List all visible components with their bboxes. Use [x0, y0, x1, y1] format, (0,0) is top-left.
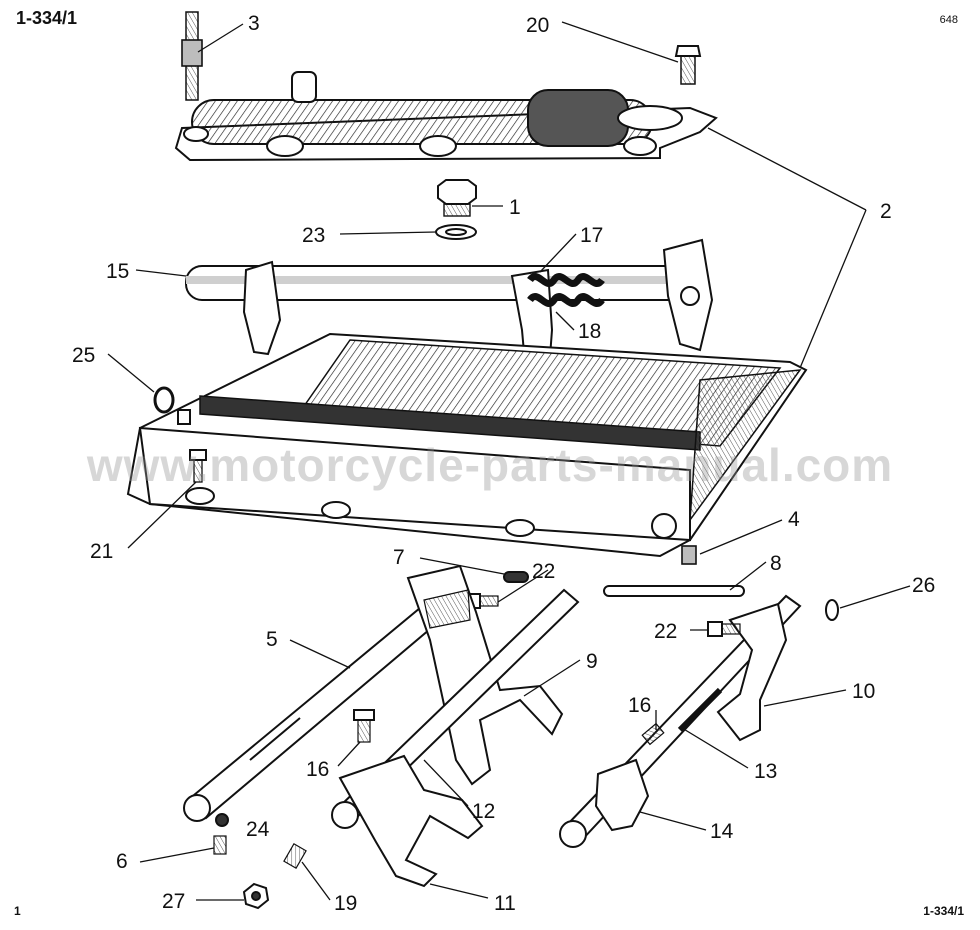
callout-21: 21: [90, 540, 113, 563]
sheet-number: 1: [14, 904, 21, 918]
callout-22-right: 22: [654, 620, 677, 643]
callout-11: 11: [494, 892, 516, 915]
callout-6: 6: [116, 850, 128, 873]
spring-part-18: [527, 273, 605, 307]
callout-26: 26: [912, 574, 935, 597]
callout-19: 19: [334, 892, 357, 915]
callout-18: 18: [578, 320, 601, 343]
callout-22-left: 22: [532, 560, 555, 583]
plug-part-1: [437, 179, 477, 217]
ring-part-26: [825, 599, 839, 621]
stud-part-3: [181, 11, 203, 101]
screw-part-16-left: [353, 709, 375, 743]
callout-5: 5: [266, 628, 278, 651]
selector-shaft-part-15: [185, 238, 714, 422]
shift-dog-part-14: [594, 758, 650, 832]
callout-15: 15: [106, 260, 129, 283]
callout-20: 20: [526, 14, 549, 37]
watermark-text: www.motorcycle-parts-manual.com: [86, 439, 894, 491]
callout-12: 12: [472, 800, 495, 823]
bolt-part-21: [189, 449, 207, 483]
top-cover-part: [174, 71, 718, 162]
callout-9: 9: [586, 650, 598, 673]
bush-part-4: [681, 545, 697, 565]
screw-part-16-right: [641, 722, 665, 746]
screw-part-22-right: [707, 621, 741, 637]
callout-23: 23: [302, 224, 325, 247]
callout-27: 27: [162, 890, 185, 913]
callout-14: 14: [710, 820, 734, 843]
callout-25: 25: [72, 344, 95, 367]
rod-part-8: [603, 585, 745, 597]
callout-13: 13: [754, 760, 777, 783]
callout-4: 4: [788, 508, 800, 531]
washer-part-23: [435, 224, 477, 240]
screw-part-19: [283, 843, 307, 869]
o-ring-part-25: [153, 386, 175, 414]
selector-fork-part-10: [716, 602, 788, 742]
callout-16-right: 16: [628, 694, 651, 717]
callout-17: 17: [580, 224, 603, 247]
callout-2: 2: [880, 200, 892, 223]
selector-fork-part-11: [338, 754, 484, 888]
bolt-part-20: [674, 45, 702, 85]
nut-part-27: [242, 882, 270, 910]
page-number: 648: [939, 14, 958, 26]
callout-7: 7: [393, 546, 405, 569]
gearbox-housing: [126, 332, 808, 558]
figure-reference-bottom: 1-334/1: [923, 904, 964, 918]
spring-part-6: [213, 835, 227, 855]
callout-1: 1: [509, 196, 521, 219]
pin-part-7: [503, 571, 529, 583]
callout-10: 10: [852, 680, 875, 703]
callout-24: 24: [246, 818, 270, 841]
figure-reference-top: 1-334/1: [16, 8, 78, 28]
callout-16-left: 16: [306, 758, 329, 781]
leader-lines: [107, 21, 911, 901]
callout-3: 3: [248, 12, 260, 35]
callout-8: 8: [770, 552, 782, 575]
callout-labels: 1 2 3 4 5 6 7 8 9 10 11 12 13 14 15 16 1…: [72, 12, 935, 915]
ball-part-24: [215, 813, 229, 827]
